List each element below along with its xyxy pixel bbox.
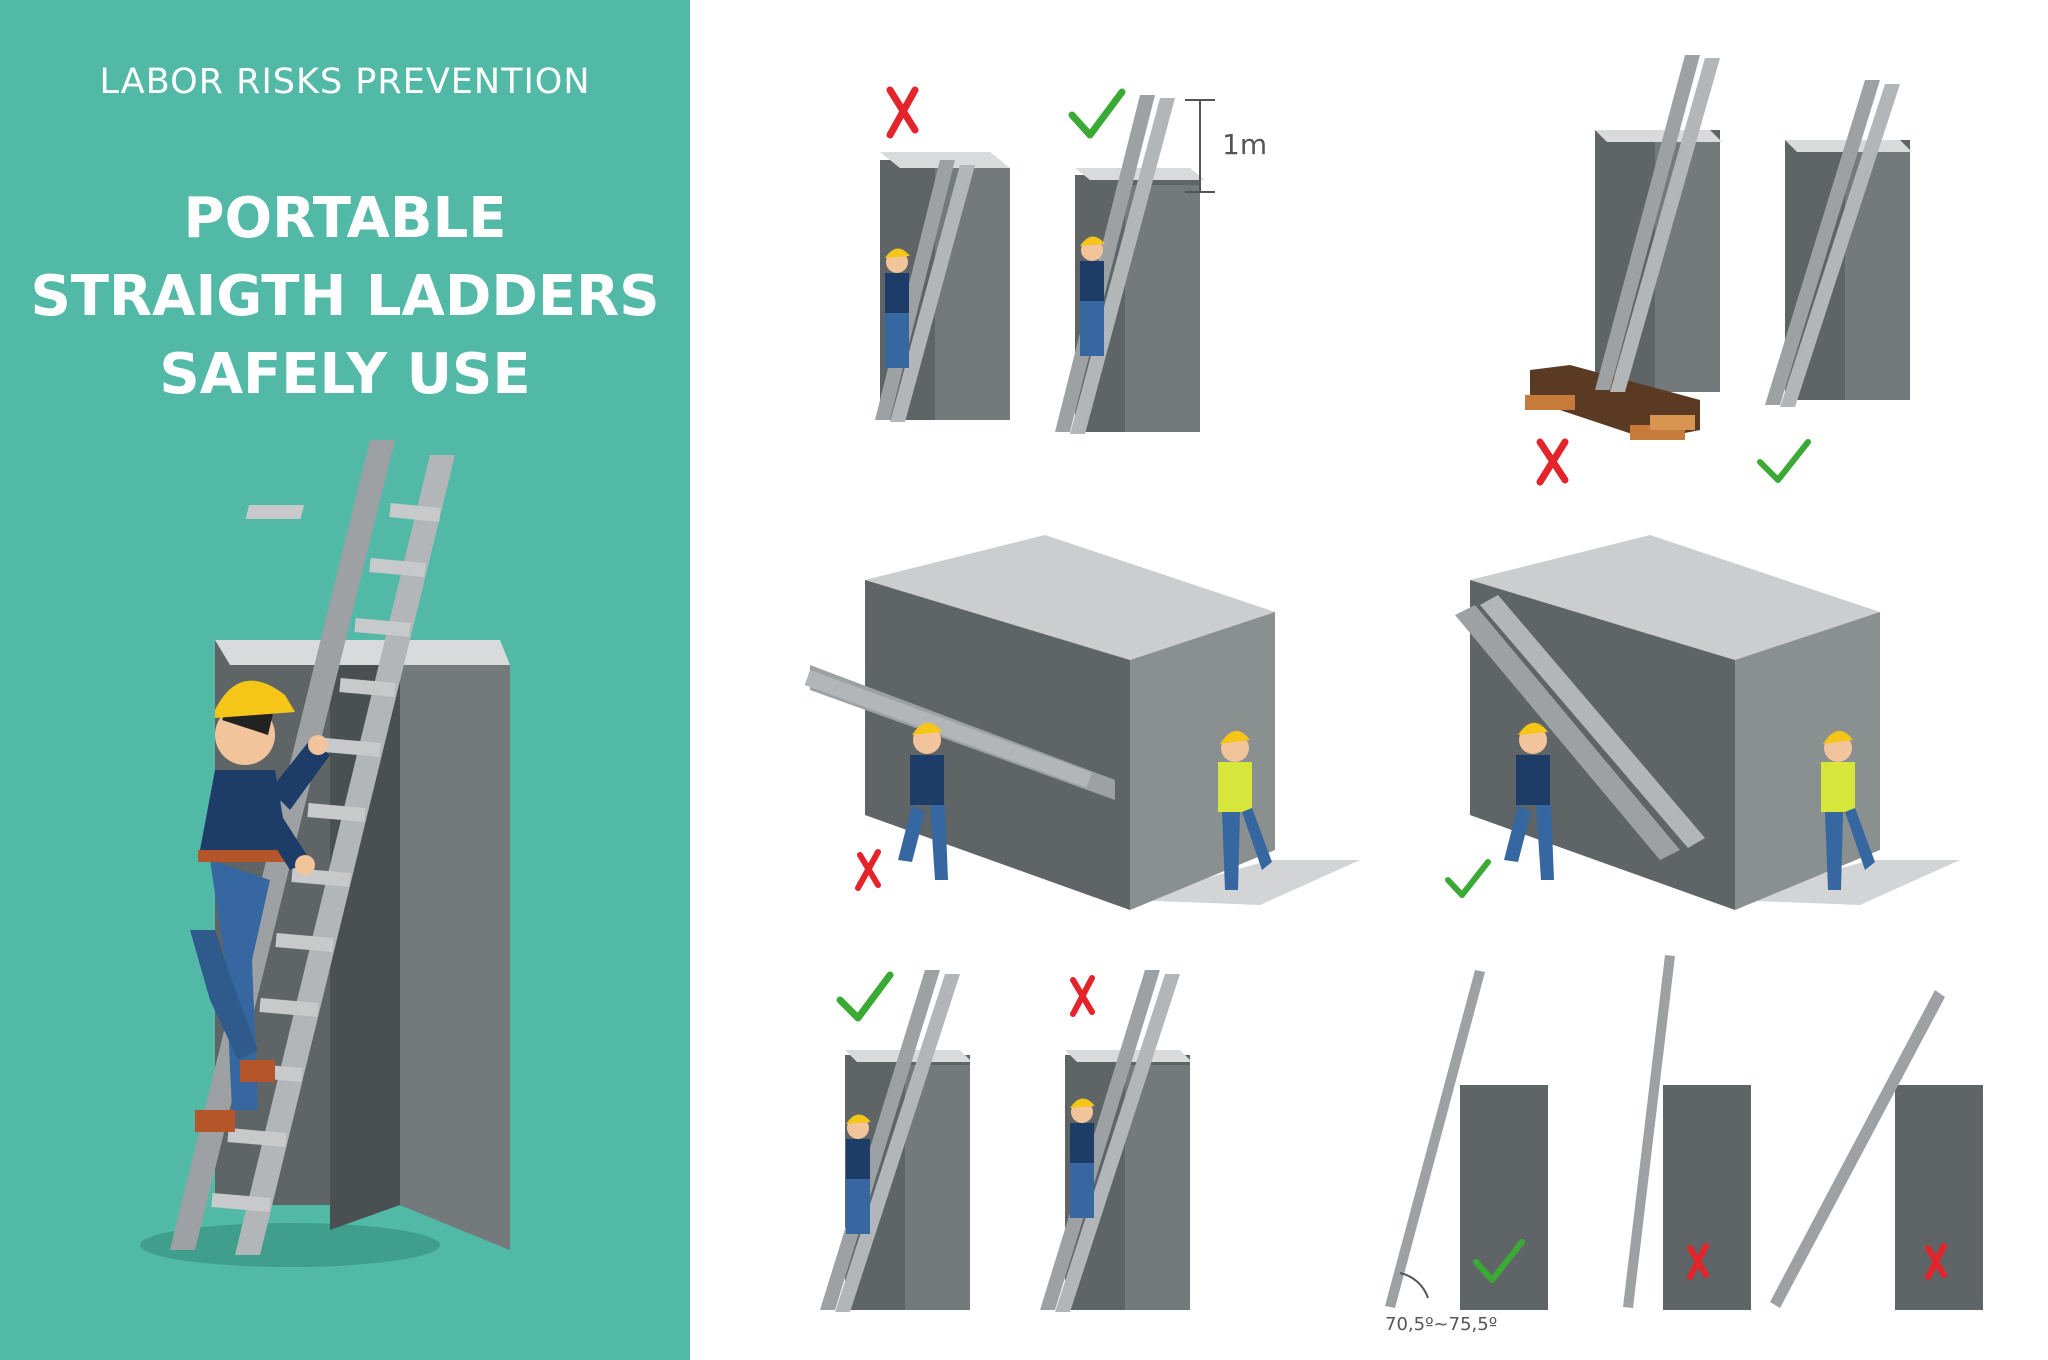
worker-small xyxy=(1080,236,1105,356)
worker-small xyxy=(885,248,910,368)
worker-small xyxy=(846,1114,871,1234)
panel-overhang-wrong xyxy=(875,86,1010,422)
correct-mark-icon xyxy=(1473,1239,1525,1283)
title-line-3: SAFELY USE xyxy=(159,342,531,407)
worker-vest xyxy=(1218,730,1272,890)
page-title: PORTABLE STRAIGTH LADDERS SAFELY USE xyxy=(0,180,690,414)
panel-base-ground-correct xyxy=(1757,80,1912,483)
panel-carry-horizontal-wrong xyxy=(804,535,1360,910)
panel-overhang-correct: 1m xyxy=(1055,88,1267,434)
worker-carrying xyxy=(898,722,948,880)
panel-carry-diagonal-correct xyxy=(1445,535,1960,910)
title-line-2: STRAIGTH LADDERS xyxy=(30,264,660,329)
subtitle: LABOR RISKS PREVENTION xyxy=(99,62,591,102)
wrong-mark-icon xyxy=(1536,438,1569,486)
correct-mark-icon xyxy=(836,971,894,1022)
correct-mark-icon xyxy=(1757,439,1811,483)
worker-carrying xyxy=(1504,722,1554,880)
panel-angle-shallow-wrong xyxy=(1770,990,1983,1310)
wrong-mark-icon xyxy=(1687,1243,1709,1280)
wrong-mark-icon xyxy=(1070,975,1095,1017)
title-line-1: PORTABLE xyxy=(183,186,507,251)
hero-illustration xyxy=(140,440,510,1267)
wrong-mark-icon xyxy=(886,86,919,139)
panel-climb-center-correct xyxy=(820,970,972,1312)
angle-label: 70,5º~75,5º xyxy=(1385,1314,1497,1335)
correct-mark-icon xyxy=(1068,88,1126,139)
wrong-mark-icon xyxy=(855,849,881,891)
panel-climb-one-hand-wrong xyxy=(1040,970,1192,1312)
panel-base-wood-wrong xyxy=(1525,55,1722,486)
panel-angle-correct: 70,5º~75,5º xyxy=(1385,970,1548,1335)
worker-vest xyxy=(1821,730,1875,890)
panel-angle-steep-wrong xyxy=(1623,955,1751,1310)
hero-worker xyxy=(190,680,330,1132)
height-label: 1m xyxy=(1222,128,1267,161)
correct-mark-icon xyxy=(1445,859,1491,898)
worker-small xyxy=(1070,1098,1095,1218)
wrong-mark-icon xyxy=(1925,1243,1947,1280)
